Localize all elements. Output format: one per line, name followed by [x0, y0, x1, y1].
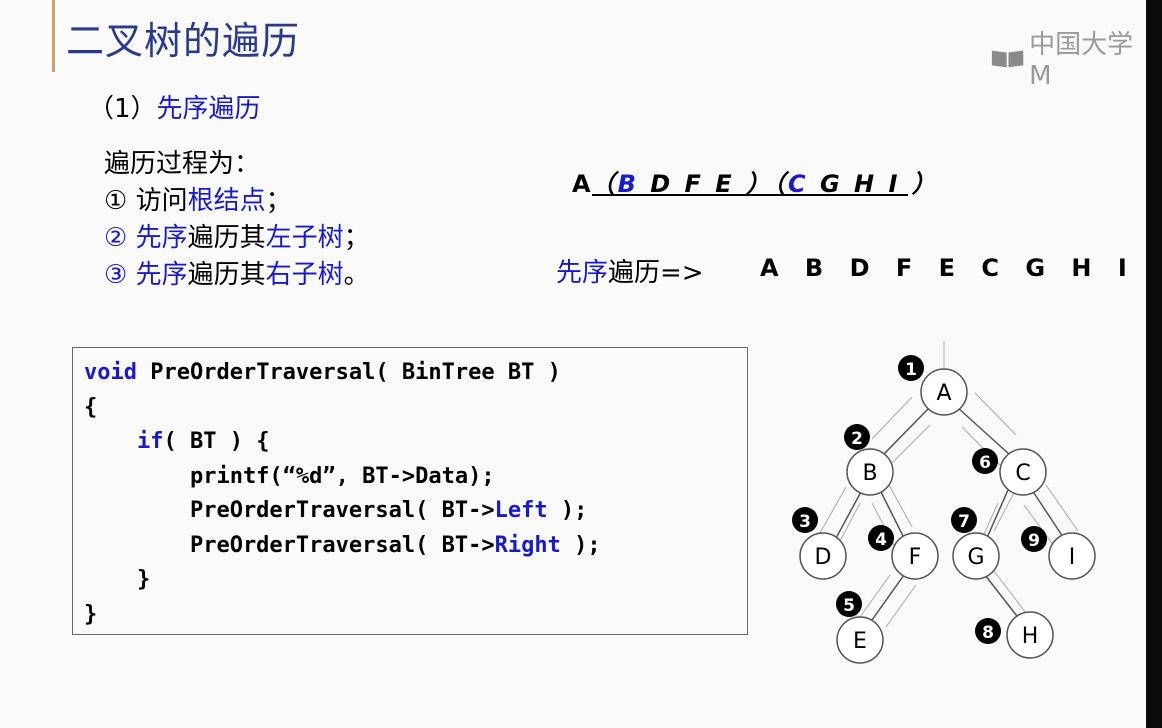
- node-i: I: [1048, 532, 1096, 580]
- badge-2: 2: [844, 424, 870, 450]
- code-line-6-end: );: [560, 532, 601, 558]
- code-line-6: PreOrderTraversal( BT->: [84, 532, 495, 558]
- seq-left-rest: D F E ）: [638, 170, 774, 198]
- seq-root: A: [572, 170, 591, 198]
- step-1: ① 访问根结点；: [104, 183, 370, 220]
- mooc-logo: 中国大学M: [990, 24, 1146, 91]
- seq-right-open: （: [773, 170, 789, 198]
- step-1-end: ；: [265, 186, 292, 216]
- tree-edges: [834, 406, 1066, 621]
- result-order: A B D F E C G H I: [760, 254, 1136, 282]
- code-line-1: PreOrderTraversal( BinTree BT ): [136, 360, 561, 385]
- code-keyword-left: Left: [494, 498, 548, 523]
- result-label-rest: 遍历=>: [608, 258, 704, 288]
- seq-left-root: B: [617, 170, 639, 198]
- code-line-5: PreOrderTraversal( BT->: [84, 498, 495, 523]
- code-box: [72, 347, 748, 635]
- badge-2-label: 2: [851, 429, 863, 449]
- video-side-strip: [1146, 0, 1162, 728]
- node-c: C: [999, 448, 1047, 496]
- node-e: E: [836, 616, 884, 664]
- node-h-label: H: [1022, 624, 1039, 649]
- tree-nodes: A B C D F E G I H: [799, 368, 1096, 664]
- badge-5: 5: [836, 591, 862, 617]
- step-2-text: 遍历其: [187, 223, 266, 253]
- code-line-2: {: [84, 394, 98, 420]
- badge-3: 3: [792, 507, 818, 533]
- badge-6: 6: [972, 448, 998, 474]
- slide-title: 二叉树的遍历: [66, 19, 301, 63]
- node-a-label: A: [936, 381, 951, 406]
- code-keyword-right: Right: [494, 532, 561, 558]
- step-3-highlight-2: 右子树: [265, 260, 344, 290]
- code-line-7: }: [84, 567, 151, 592]
- sequence-underline: [592, 194, 908, 196]
- code-keyword-if: if: [136, 429, 164, 454]
- badge-9: 9: [1021, 526, 1047, 552]
- node-g-label: G: [967, 545, 984, 570]
- order-badges: 1 2 3 4 5 6 7 8 9: [792, 355, 1047, 644]
- title-accent-bar: [52, 0, 55, 72]
- node-b-label: B: [862, 461, 877, 486]
- binary-tree-diagram: A B C D F E G I H 1 2 3 4 5 6 7 8 9: [792, 341, 1096, 664]
- node-g: G: [952, 532, 1000, 580]
- seq-right-root: C: [788, 170, 809, 198]
- node-b: B: [846, 448, 894, 496]
- badge-1: 1: [898, 355, 924, 381]
- node-e-label: E: [853, 629, 867, 654]
- node-d-label: D: [815, 545, 832, 570]
- step-3-end: 。: [343, 260, 370, 290]
- seq-left-open: （: [590, 170, 618, 198]
- seq-right-rest: G H I ）: [808, 170, 939, 198]
- badge-8: 8: [975, 618, 1001, 644]
- badge-8-label: 8: [982, 623, 994, 643]
- code-line-8: }: [84, 601, 98, 627]
- code-keyword: void: [84, 360, 137, 385]
- step-3: ③ 先序遍历其右子树。: [104, 257, 370, 294]
- step-3-text: 遍历其: [187, 260, 266, 290]
- step-2-highlight-2: 左子树: [265, 223, 344, 253]
- step-1-text: 访问: [127, 186, 188, 216]
- section-name: 先序遍历: [156, 94, 261, 124]
- badge-7-label: 7: [958, 512, 970, 532]
- step-2-highlight: ② 先序: [104, 223, 188, 253]
- node-f: F: [891, 532, 939, 580]
- result-label-highlight: 先序: [556, 258, 609, 288]
- step-2: ② 先序遍历其左子树；: [104, 220, 370, 257]
- section-number: （1）: [88, 94, 157, 124]
- step-1-number: ①: [104, 186, 128, 216]
- node-i-label: I: [1069, 545, 1076, 570]
- step-1-highlight: 根结点: [187, 186, 266, 216]
- node-c-label: C: [1015, 461, 1030, 486]
- steps-intro: 遍历过程为：: [104, 149, 261, 179]
- node-d: D: [799, 532, 847, 580]
- result-label: 先序遍历=>: [556, 252, 704, 289]
- logo-text: 中国大学M: [1029, 30, 1134, 91]
- step-2-end: ；: [343, 223, 370, 253]
- node-a: A: [920, 368, 968, 416]
- node-h: H: [1006, 611, 1054, 659]
- code-indent: [84, 429, 137, 454]
- code-line-5-end: );: [547, 498, 588, 523]
- section-heading: （1）先序遍历: [88, 88, 261, 125]
- badge-9-label: 9: [1028, 531, 1040, 551]
- badge-7: 7: [951, 507, 977, 533]
- step-3-highlight: ③ 先序: [104, 260, 188, 290]
- book-icon: [991, 50, 1024, 67]
- badge-4: 4: [868, 525, 894, 551]
- badge-4-label: 4: [875, 530, 887, 550]
- badge-6-label: 6: [979, 453, 991, 473]
- code-line-4: printf(“%d”, BT->Data);: [84, 463, 495, 489]
- badge-3-label: 3: [799, 512, 811, 532]
- process-steps: 遍历过程为： ① 访问根结点； ② 先序遍历其左子树； ③ 先序遍历其右子树。: [104, 146, 370, 294]
- badge-5-label: 5: [843, 596, 855, 616]
- code-block: void PreOrderTraversal( BinTree BT ) { i…: [84, 356, 601, 632]
- node-f-label: F: [909, 545, 922, 570]
- badge-1-label: 1: [905, 360, 917, 380]
- traversal-sequence: A（B D F E ）（C G H I ）: [572, 164, 939, 199]
- code-line-3: ( BT ) {: [163, 429, 270, 454]
